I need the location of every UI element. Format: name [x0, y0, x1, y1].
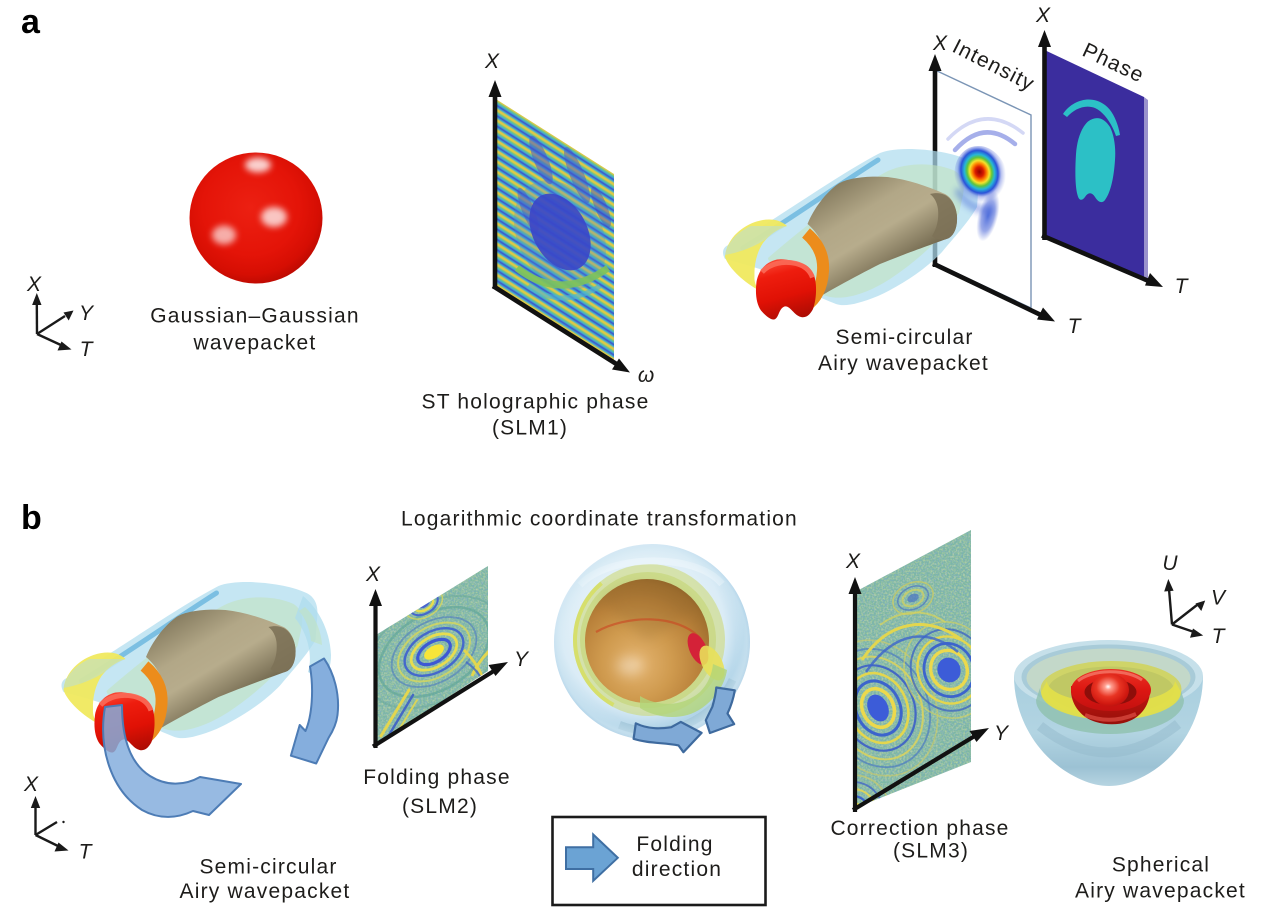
svg-text:Semi-circular: Semi-circular — [199, 856, 337, 879]
svg-text:Gaussian–Gaussian: Gaussian–Gaussian — [150, 305, 360, 328]
svg-text:Semi-circular: Semi-circular — [835, 326, 973, 349]
svg-text:T: T — [1175, 275, 1190, 298]
svg-text:Airy wavepacket: Airy wavepacket — [818, 352, 989, 375]
svg-text:Y: Y — [514, 648, 530, 671]
svg-text:T: T — [1212, 625, 1227, 648]
svg-text:(SLM1): (SLM1) — [492, 417, 568, 440]
svg-text:X: X — [845, 550, 861, 573]
svg-text:Airy wavepacket: Airy wavepacket — [1075, 880, 1246, 903]
svg-text:X: X — [932, 32, 948, 55]
svg-text:(SLM2): (SLM2) — [402, 795, 478, 818]
svg-text:X: X — [1035, 4, 1051, 27]
svg-text:a: a — [21, 3, 41, 41]
svg-text:Airy wavepacket: Airy wavepacket — [180, 880, 351, 903]
svg-text:ST holographic phase: ST holographic phase — [422, 391, 650, 414]
svg-text:(SLM3): (SLM3) — [893, 840, 969, 863]
svg-text:U: U — [1162, 552, 1178, 575]
svg-text:b: b — [21, 499, 42, 537]
svg-text:direction: direction — [632, 858, 722, 881]
svg-text:X: X — [484, 50, 500, 73]
svg-text:X: X — [23, 773, 39, 796]
svg-text:V: V — [1211, 587, 1227, 610]
svg-text:T: T — [80, 338, 95, 361]
svg-text:ω: ω — [638, 364, 654, 387]
svg-text:wavepacket: wavepacket — [193, 332, 317, 355]
svg-text:X: X — [26, 273, 42, 296]
svg-text:Spherical: Spherical — [1112, 854, 1210, 877]
svg-text:Y: Y — [79, 302, 95, 325]
svg-text:Folding: Folding — [636, 833, 713, 856]
svg-text:T: T — [79, 841, 94, 864]
svg-text:T: T — [1068, 315, 1083, 338]
svg-text:Folding phase: Folding phase — [363, 766, 511, 789]
svg-text:Y: Y — [994, 722, 1010, 745]
svg-text:Logarithmic coordinate transfo: Logarithmic coordinate transformation — [401, 508, 798, 531]
svg-text:Correction phase: Correction phase — [830, 817, 1009, 840]
svg-text:X: X — [365, 563, 381, 586]
